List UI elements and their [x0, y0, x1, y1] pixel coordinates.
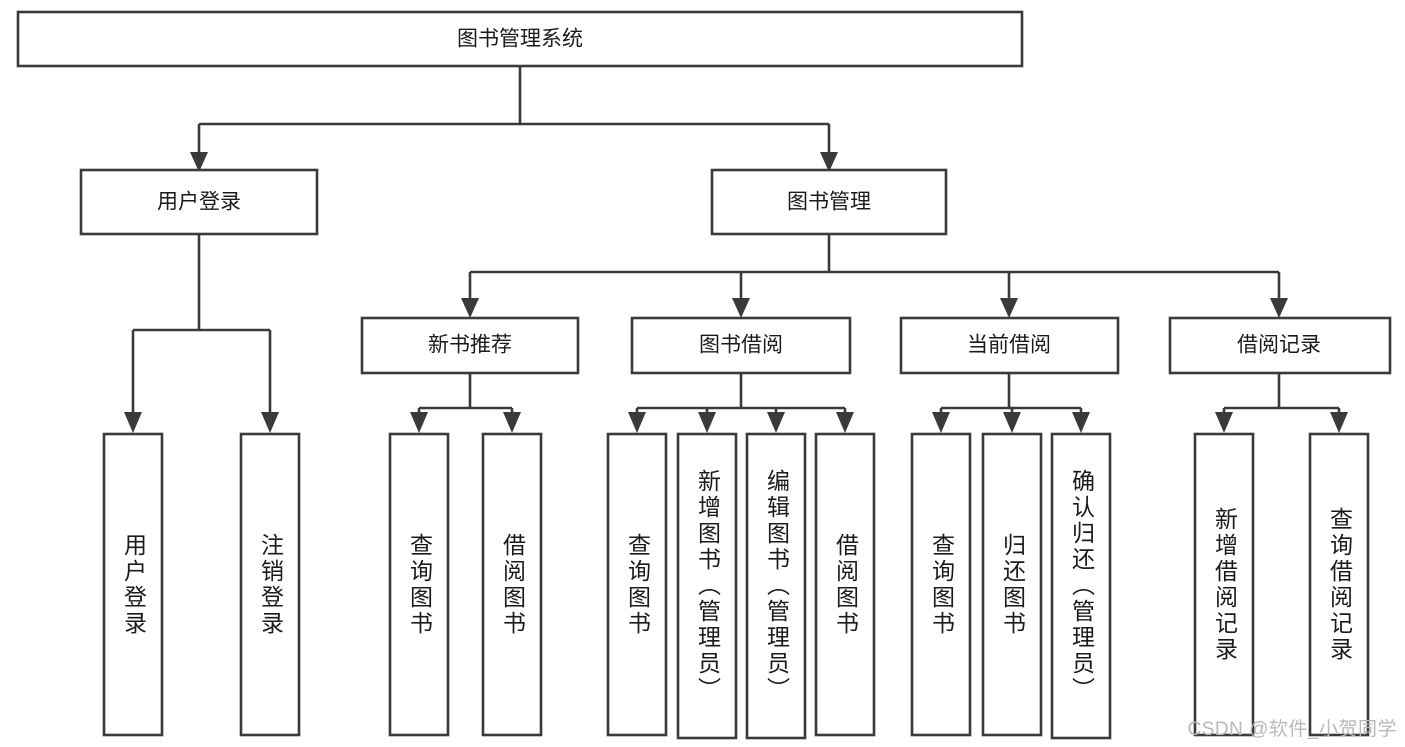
connector-group-book-mgmt: [461, 234, 1288, 318]
arrowhead-bb-leaf-1: [628, 412, 646, 433]
connector-group-new-book: [410, 373, 521, 433]
node-borrow-record-label: 借阅记录: [1237, 334, 1321, 357]
leaf-box-bb-query-book[interactable]: [606, 432, 668, 737]
arrowhead-leaf-user-login: [124, 412, 142, 433]
arrowhead-br-leaf-1: [1215, 412, 1233, 433]
leaf-box-user-login[interactable]: [102, 432, 164, 737]
arrowhead-cb-leaf-1: [932, 412, 950, 433]
leaf-box-nb-borrow-book[interactable]: [481, 432, 543, 737]
connector-group-current-borrow: [932, 373, 1090, 433]
leaf-box-bb-borrow-book[interactable]: [814, 432, 876, 737]
arrowhead-borrow-record: [1270, 298, 1288, 318]
leaf-box-nb-query-book[interactable]: [388, 432, 450, 737]
leaf-box-bb-edit-book[interactable]: [745, 432, 807, 740]
arrowhead-cb-leaf-2: [1003, 412, 1021, 433]
arrowhead-new-book: [461, 298, 479, 318]
node-root-label: 图书管理系统: [457, 28, 583, 51]
leaf-box-logout[interactable]: [239, 432, 301, 737]
node-current-borrow-label: 当前借阅: [967, 334, 1051, 357]
arrowhead-leaf-logout: [261, 412, 279, 433]
connector-group-book-borrow: [628, 373, 854, 433]
connector-group-borrow-record: [1215, 373, 1348, 433]
arrowhead-cb-leaf-3: [1072, 412, 1090, 433]
arrowhead-current-borrow: [1000, 298, 1018, 318]
arrowhead-book-borrow: [732, 298, 750, 318]
leaf-box-br-add-record[interactable]: [1193, 432, 1255, 737]
node-user-login[interactable]: [79, 168, 319, 236]
connector-group-user-login: [124, 234, 279, 433]
arrowhead-bb-leaf-2: [698, 412, 716, 433]
node-book-borrow[interactable]: [630, 316, 852, 375]
arrowhead-bb-leaf-4: [836, 412, 854, 433]
arrowhead-nb-leaf-1: [410, 412, 428, 433]
node-borrow-record[interactable]: [1168, 316, 1392, 375]
leaf-box-cb-return-book[interactable]: [981, 432, 1043, 737]
node-user-login-label: 用户登录: [157, 191, 241, 214]
arrowhead-user-login: [190, 152, 208, 172]
arrowhead-book-mgmt: [820, 152, 838, 172]
leaf-box-br-query-record[interactable]: [1308, 432, 1370, 737]
csdn-watermark: CSDN @软件_小贺同学: [1187, 719, 1397, 740]
arrowhead-br-leaf-2: [1330, 412, 1348, 433]
node-book-borrow-label: 图书借阅: [699, 334, 783, 357]
leaf-box-bb-add-book[interactable]: [676, 432, 738, 740]
arrowhead-nb-leaf-2: [503, 412, 521, 433]
leaf-box-cb-query-book[interactable]: [910, 432, 972, 737]
node-book-management[interactable]: [710, 168, 948, 236]
node-root-book-system[interactable]: [16, 10, 1024, 68]
connector-group-root: [190, 66, 838, 172]
node-book-management-label: 图书管理: [787, 191, 871, 214]
node-current-borrow[interactable]: [899, 316, 1120, 375]
node-new-book-recommend-label: 新书推荐: [428, 334, 512, 357]
arrowhead-bb-leaf-3: [767, 412, 785, 433]
leaf-box-cb-confirm-return[interactable]: [1050, 432, 1112, 740]
node-new-book-recommend[interactable]: [360, 316, 580, 375]
